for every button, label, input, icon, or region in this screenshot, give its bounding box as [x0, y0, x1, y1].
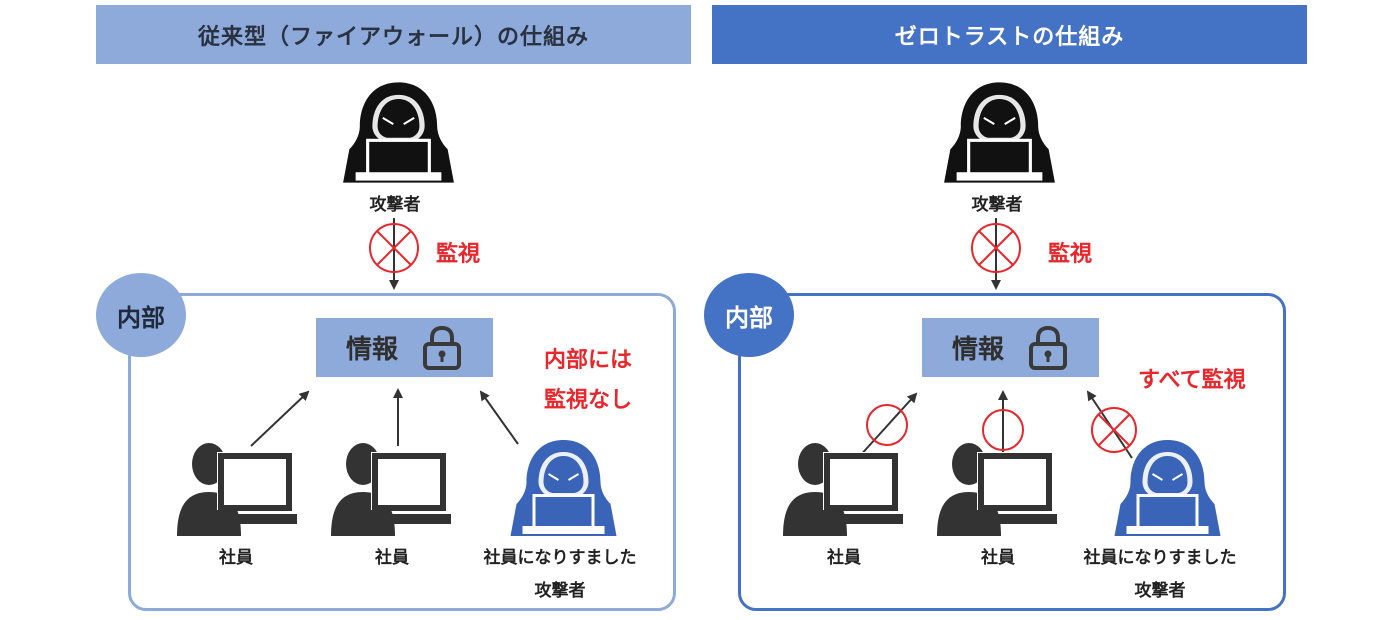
all-monitored-note: すべて監視 — [1138, 368, 1246, 393]
person-computer-icon — [177, 443, 297, 536]
person-computer-icon — [331, 443, 451, 536]
traditional-panel: 従来型（ファイアウォール）の仕組み 内部 攻撃者 監視 情報 内部には 監視なし — [96, 0, 708, 620]
impostor-label-line1: 社員になりすました — [1083, 548, 1237, 568]
no-monitor-note-line1: 内部には — [544, 348, 633, 373]
x-circle-icon — [1091, 407, 1137, 453]
panel-title: 従来型（ファイアウォール）の仕組み — [96, 5, 691, 64]
impostor-label-line1: 社員になりすました — [483, 548, 637, 568]
attacker-label: 攻撃者 — [369, 195, 421, 215]
slashed-circle-icon — [866, 404, 908, 446]
internal-network-region — [128, 293, 676, 611]
diagram-graphics — [712, 81, 1222, 620]
padlock-icon — [1028, 326, 1068, 370]
impostor-label-line2: 攻撃者 — [1134, 581, 1186, 601]
internal-network-region — [738, 293, 1286, 611]
x-circle-icon — [369, 223, 419, 273]
information-label: 情報 — [346, 335, 399, 365]
attacker-label: 攻撃者 — [971, 195, 1023, 215]
person-computer-icon — [937, 443, 1057, 536]
monitor-label: 監視 — [1048, 242, 1093, 267]
no-monitor-note-line2: 監視なし — [544, 388, 633, 413]
person-computer-icon — [783, 443, 903, 536]
access-arrow-1 — [857, 392, 918, 459]
padlock-icon — [422, 326, 462, 370]
region-badge: 内部 — [96, 273, 186, 357]
access-arrow-3 — [479, 390, 519, 445]
access-arrow-1 — [250, 390, 310, 447]
information-label: 情報 — [952, 335, 1005, 365]
panel-title: ゼロトラストの仕組み — [712, 5, 1307, 64]
hooded-hacker-icon — [342, 81, 455, 184]
x-circle-icon — [971, 223, 1021, 273]
zero-trust-panel: ゼロトラストの仕組み 内部 — [704, 0, 1324, 620]
employee-label-2: 社員 — [981, 548, 1015, 568]
slashed-circle-icon — [982, 409, 1024, 451]
employee-label-1: 社員 — [827, 548, 861, 568]
information-box: 情報 — [316, 318, 493, 377]
monitor-label: 監視 — [436, 242, 481, 267]
employee-label-2: 社員 — [375, 548, 409, 568]
hooded-hacker-icon — [943, 81, 1056, 184]
impostor-label-line2: 攻撃者 — [534, 581, 586, 601]
employee-label-1: 社員 — [219, 548, 253, 568]
region-badge: 内部 — [704, 273, 794, 357]
diagram-graphics — [96, 81, 618, 620]
hooded-hacker-blue-icon — [509, 438, 618, 538]
information-box: 情報 — [922, 318, 1099, 377]
